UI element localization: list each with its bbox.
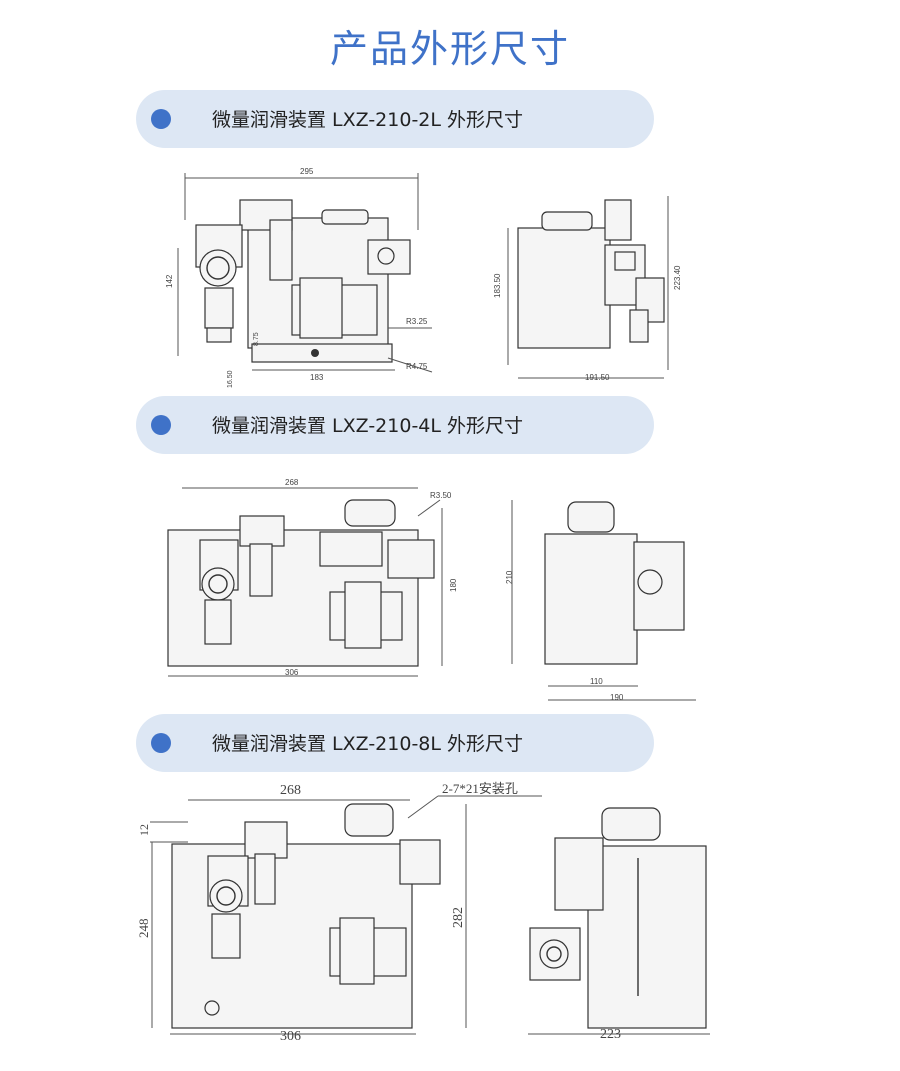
bullet-dot-icon: [151, 415, 171, 435]
dim-label: 223.40: [673, 265, 682, 290]
side-view-2l: 183.50 223.40 191.50: [493, 196, 682, 382]
dim-label: 282: [451, 907, 466, 928]
bullet-dot-icon: [151, 733, 171, 753]
section-header-4l: 微量润滑装置 LXZ-210-4L 外形尺寸: [136, 396, 654, 454]
dim-label: 12: [137, 824, 151, 836]
section-title: 微量润滑装置 LXZ-210-4L 外形尺寸: [212, 415, 524, 437]
dim-label: 110: [590, 677, 603, 686]
section-header-8l: 微量润滑装置 LXZ-210-8L 外形尺寸: [136, 714, 654, 772]
front-view-8l: 268 12 248 282 306 2-7*21安装孔: [136, 781, 542, 1044]
dim-label: R3.25: [406, 317, 428, 326]
dim-label: 190: [610, 693, 624, 702]
dim-label: 306: [285, 668, 299, 677]
dim-label: 183: [310, 373, 324, 382]
dim-label: 16.50: [227, 370, 234, 388]
dim-label: 142: [165, 274, 174, 288]
drawing-8l: 268 12 248 282 306 2-7*21安装孔 223: [136, 781, 710, 1044]
dim-label: 268: [280, 783, 301, 798]
dim-label: R3.50: [430, 491, 452, 500]
dim-label: 223: [600, 1027, 621, 1042]
dim-label: 183.50: [493, 273, 502, 298]
dim-label: 295: [300, 167, 314, 176]
dim-label: 268: [285, 478, 299, 487]
section-title: 微量润滑装置 LXZ-210-8L 外形尺寸: [212, 733, 524, 755]
section-header-2l: 微量润滑装置 LXZ-210-2L 外形尺寸: [136, 90, 654, 148]
dim-label: 306: [280, 1029, 301, 1044]
dim-label: 180: [449, 578, 458, 592]
dim-label: 210: [505, 570, 514, 584]
front-view-4l: 268 R3.50 180 306: [167, 478, 458, 677]
front-view-2l: 295 142 183 8.75 16.50 R3.25 R4.75: [165, 167, 433, 388]
dim-label: 191.50: [585, 373, 610, 382]
dim-label: R4.75: [406, 362, 428, 371]
section-title: 微量润滑装置 LXZ-210-2L 外形尺寸: [212, 109, 524, 131]
bullet-dot-icon: [151, 109, 171, 129]
dim-label: 8.75: [253, 332, 260, 346]
side-view-8l: 223: [528, 807, 710, 1042]
side-view-4l: 210 110 190: [505, 500, 696, 702]
dim-label: 248: [136, 919, 151, 939]
drawing-4l: 268 R3.50 180 306 210 110 190: [167, 478, 696, 702]
drawing-2l: 295 142 183 8.75 16.50 R3.25 R4.75: [165, 167, 682, 388]
page-title: 产品外形尺寸: [329, 27, 570, 71]
dim-label: 2-7*21安装孔: [442, 781, 518, 796]
